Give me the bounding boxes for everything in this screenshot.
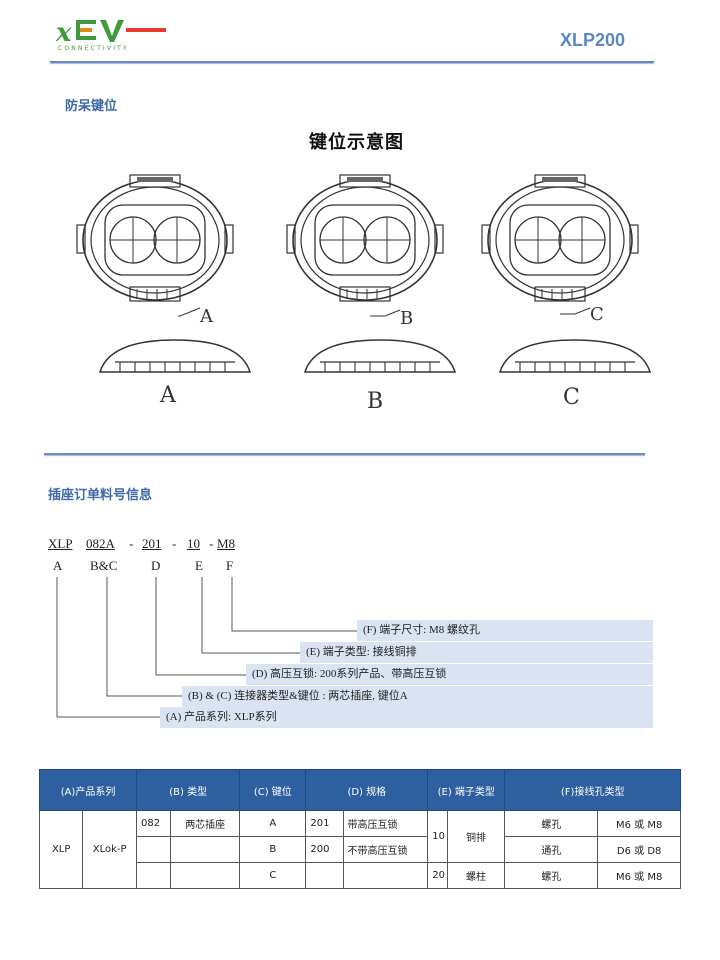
cell-series-sub: XLok-P xyxy=(82,810,138,889)
code-separator: - xyxy=(172,536,177,551)
legend-text: (E) 端子类型: 接线铜排 xyxy=(306,646,417,658)
legend-row-f: (F) 端子尺寸: M8 螺纹孔 xyxy=(357,620,653,641)
cell-spec-desc: 不带高压互锁 xyxy=(342,836,429,863)
code-segment-f: M8 xyxy=(217,536,236,551)
code-letter-a: A xyxy=(53,558,63,573)
table-row: B 200 不带高压互锁 通孔 D6 或 D8 xyxy=(40,836,681,863)
key-bottom-label-b: B xyxy=(367,389,383,414)
key-pointer-c xyxy=(560,307,591,315)
header-hole: (F)接线孔类型 xyxy=(504,769,681,811)
logo-subtext: CONNECTIVITY xyxy=(58,45,129,52)
cell-terminal-name: 铜排 xyxy=(446,810,506,863)
table-row: C 20 螺柱 螺孔 M6 或 M8 xyxy=(40,862,681,889)
code-separator: - xyxy=(129,536,134,551)
header-type: (B) 类型 xyxy=(136,769,241,811)
legend-text: (B) & (C) 连接器类型&键位 : 两芯插座, 键位A xyxy=(188,690,408,702)
page-code: XLP200 xyxy=(560,30,626,50)
code-segment-a: XLP xyxy=(48,536,73,551)
keying-section-title: 防呆键位 xyxy=(65,99,118,114)
code-letter-bc: B&C xyxy=(90,558,118,573)
key-pointer-b xyxy=(370,309,401,317)
key-side-label-a: A xyxy=(199,306,214,327)
keying-diagram: A A B B C C xyxy=(76,174,651,414)
diagram-title: 键位示意图 xyxy=(309,132,404,153)
header-rule xyxy=(50,61,654,63)
cell-hole-type: 螺孔 xyxy=(504,810,599,837)
cell-terminal-code: 10 xyxy=(427,810,448,863)
cell-terminal-name: 螺柱 xyxy=(446,862,506,889)
cell-spec-code: 201 xyxy=(305,810,344,837)
table-row: XLP XLok-P 082 两芯插座 A 201 带高压互锁 10 铜排 螺孔… xyxy=(38,810,681,889)
header-series: (A)产品系列 xyxy=(38,769,138,811)
cell-series: XLP xyxy=(38,810,84,889)
code-letter-e: E xyxy=(195,558,203,573)
cell-spec-desc: 带高压互锁 xyxy=(342,810,429,837)
cell-spec-code: 200 xyxy=(305,836,344,863)
spec-table: (A)产品系列 (B) 类型 (C) 键位 (D) 规格 (E) 端子类型 (F… xyxy=(38,769,681,889)
cell-key: C xyxy=(239,862,307,889)
section-rule xyxy=(44,453,645,455)
header-terminal: (E) 端子类型 xyxy=(427,769,506,811)
code-separator: - xyxy=(209,536,214,551)
legend-row-bc: (B) & (C) 连接器类型&键位 : 两芯插座, 键位A xyxy=(182,686,653,707)
cell-hole-size: M6 或 M8 xyxy=(597,862,681,889)
code-segment-bc: 082A xyxy=(86,536,115,551)
code-letter-f: F xyxy=(226,558,234,573)
cell-type-name: 两芯插座 xyxy=(170,810,241,837)
cell-hole-size: D6 或 D8 xyxy=(597,836,681,863)
key-pointer-a xyxy=(178,307,201,317)
cell-key: A xyxy=(239,810,307,837)
cell-type-code: 082 xyxy=(136,810,172,837)
legend-text: (F) 端子尺寸: M8 螺纹孔 xyxy=(363,624,481,636)
cell-hole-type: 通孔 xyxy=(504,836,599,863)
cell-terminal-code: 20 xyxy=(427,862,448,889)
header-key: (C) 键位 xyxy=(239,769,307,811)
company-logo: x CONNECTIVITY xyxy=(55,14,186,54)
header-spec: (D) 规格 xyxy=(305,769,429,811)
legend-text: (D) 高压互锁: 200系列产品、带高压互锁 xyxy=(252,668,447,680)
legend-row-d: (D) 高压互锁: 200系列产品、带高压互锁 xyxy=(246,664,653,685)
cell-hole-size: M6 或 M8 xyxy=(597,810,681,837)
key-side-label-b: B xyxy=(400,308,413,329)
legend-row-e: (E) 端子类型: 接线铜排 xyxy=(300,642,653,663)
cell-key: B xyxy=(239,836,307,863)
table-header-row: (A)产品系列 (B) 类型 (C) 键位 (D) 规格 (E) 端子类型 (F… xyxy=(38,769,681,811)
svg-text:x: x xyxy=(56,18,72,48)
legend-row-a: (A) 产品系列: XLP系列 xyxy=(160,707,653,728)
code-segment-e: 10 xyxy=(187,536,200,551)
order-section-title: 插座订单料号信息 xyxy=(48,488,153,503)
legend-text: (A) 产品系列: XLP系列 xyxy=(166,711,277,723)
key-bottom-label-a: A xyxy=(159,383,177,408)
cell-hole-type: 螺孔 xyxy=(504,862,599,889)
code-segment-d: 201 xyxy=(142,536,162,551)
key-side-label-c: C xyxy=(590,304,604,325)
key-bottom-label-c: C xyxy=(563,385,580,410)
code-letter-d: D xyxy=(151,558,161,573)
